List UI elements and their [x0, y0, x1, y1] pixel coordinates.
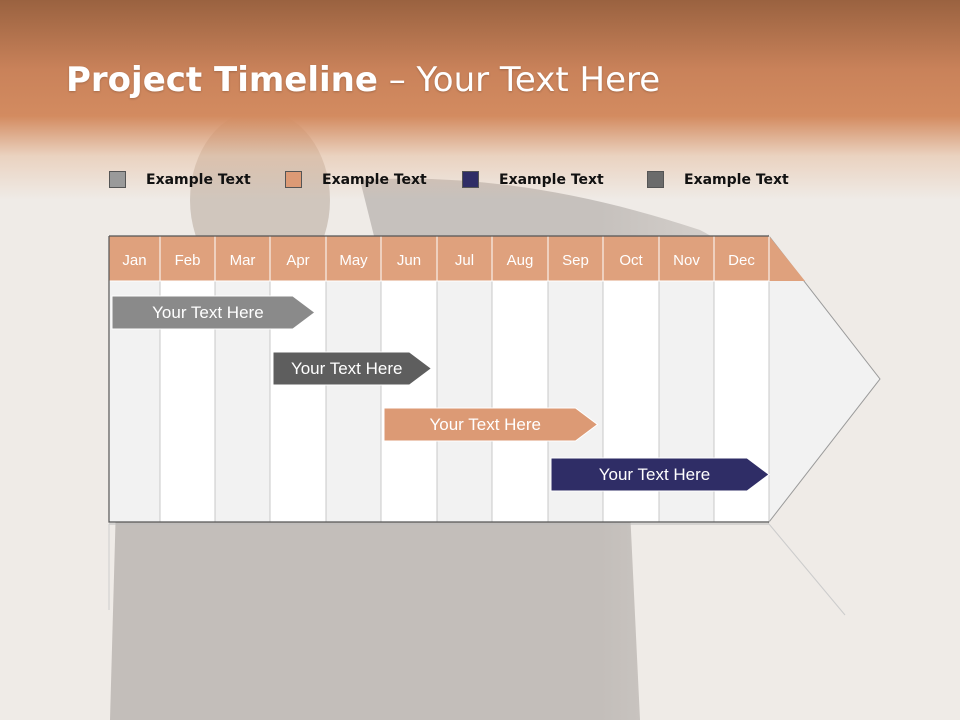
month-label: Mar [230, 252, 256, 269]
month-column [436, 280, 493, 523]
task-label: Your Text Here [429, 415, 541, 434]
month-label: Apr [286, 252, 309, 269]
task-label: Your Text Here [152, 303, 264, 322]
month-label: Oct [619, 252, 643, 269]
reflection-line [768, 523, 846, 616]
month-label: May [339, 252, 368, 269]
task-bar [383, 407, 599, 442]
month-header-cell [436, 235, 493, 282]
month-header-cell [269, 235, 327, 282]
month-header-cell [658, 235, 715, 282]
task-bar [111, 295, 316, 330]
month-column [325, 280, 382, 523]
month-header-cell [159, 235, 216, 282]
page-title: Project Timeline – Your Text Here [66, 60, 660, 100]
legend-label: Example Text [322, 172, 427, 188]
task-label: Your Text Here [599, 465, 711, 484]
legend-swatch [285, 171, 302, 188]
title-regular: – Your Text Here [377, 60, 661, 100]
month-header-cell [602, 235, 660, 282]
month-label: Dec [728, 252, 755, 269]
month-label: Jul [455, 252, 474, 269]
month-header-cell [214, 235, 271, 282]
month-label: Feb [175, 252, 201, 269]
legend-swatch [109, 171, 126, 188]
month-header-cell [491, 235, 549, 282]
month-header-cell [325, 235, 382, 282]
month-column [380, 280, 438, 523]
month-label: Jun [397, 252, 421, 269]
legend-label: Example Text [684, 172, 789, 188]
timeline-frame [108, 235, 769, 523]
header-band [0, 0, 960, 200]
title-bold: Project Timeline [66, 60, 378, 100]
month-label: Aug [507, 252, 534, 269]
legend-swatch [462, 171, 479, 188]
month-column [491, 280, 549, 523]
legend-swatch [647, 171, 664, 188]
legend-label: Example Text [499, 172, 604, 188]
task-label: Your Text Here [291, 359, 403, 378]
task-bar [272, 351, 433, 386]
task-bar [550, 457, 770, 492]
month-label: Jan [122, 252, 146, 269]
legend-label: Example Text [146, 172, 251, 188]
timeline-arrow-header [769, 236, 805, 281]
month-header-cell [713, 235, 770, 282]
month-label: Sep [562, 252, 589, 269]
month-label: Nov [673, 252, 700, 269]
